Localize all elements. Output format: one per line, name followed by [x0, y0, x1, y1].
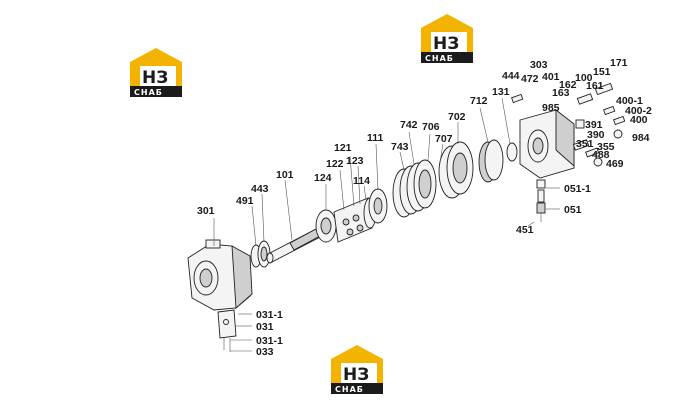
shaft-101 [266, 227, 323, 264]
rear-cover-303 [519, 109, 575, 179]
label-401: 401 [542, 71, 560, 83]
label-101: 101 [276, 169, 294, 181]
label-702: 702 [448, 111, 466, 123]
valve-051 [536, 179, 546, 222]
piston-702 [438, 141, 474, 199]
plate-031 [217, 309, 237, 352]
label-400-1: 400-1 [616, 95, 643, 107]
housing-301 [187, 239, 253, 311]
plate-111 [368, 188, 388, 224]
svg-text:НЗ: НЗ [343, 365, 369, 385]
label-488: 488 [592, 149, 610, 161]
label-114: 114 [353, 175, 370, 187]
label-122: 122 [326, 158, 344, 170]
label-743: 743 [391, 141, 409, 153]
label-033: 033 [256, 346, 274, 358]
label-391: 391 [585, 119, 603, 131]
label-121: 121 [334, 142, 352, 154]
label-355: 355 [597, 141, 615, 153]
label-469: 469 [606, 158, 624, 170]
label-451: 451 [516, 224, 534, 236]
label-100: 100 [575, 72, 593, 84]
label-171: 171 [610, 57, 628, 69]
logo-left: НЗ СНАБ [130, 48, 182, 97]
label-707: 707 [435, 133, 453, 145]
label-706: 706 [422, 121, 440, 133]
svg-text:СНАБ: СНАБ [134, 88, 163, 97]
label-031-1-bottom: 031-1 [256, 335, 283, 347]
cylinder-block [315, 197, 377, 243]
label-985: 985 [542, 102, 560, 114]
svg-text:НЗ: НЗ [142, 68, 168, 88]
label-443: 443 [251, 183, 269, 195]
svg-text:СНАБ: СНАБ [425, 54, 454, 63]
label-163: 163 [552, 87, 570, 99]
label-491: 491 [236, 195, 254, 207]
label-390: 390 [587, 129, 605, 141]
gear-712 [478, 139, 518, 183]
leader-lines [213, 97, 560, 352]
label-123: 123 [346, 155, 364, 167]
label-984: 984 [632, 132, 650, 144]
label-351: 351 [576, 138, 594, 150]
label-712: 712 [470, 95, 488, 107]
label-161: 161 [586, 80, 604, 92]
label-162: 162 [559, 79, 577, 91]
part-labels: 303 444 472 401 162 100 151 171 163 161 … [197, 57, 652, 358]
label-031-1-top: 031-1 [256, 309, 283, 321]
label-400: 400 [630, 114, 648, 126]
label-131: 131 [492, 86, 510, 98]
label-742: 742 [400, 119, 418, 131]
label-303: 303 [530, 59, 548, 71]
small-parts-right [511, 82, 626, 167]
label-051: 051 [564, 204, 582, 216]
label-111: 111 [367, 132, 384, 144]
logo-top: НЗ СНАБ [421, 14, 473, 63]
label-444: 444 [502, 70, 520, 82]
svg-text:СНАБ: СНАБ [335, 385, 364, 394]
seal-491-443 [250, 240, 271, 268]
label-301: 301 [197, 205, 215, 217]
friction-plates [392, 159, 437, 218]
label-400-2: 400-2 [625, 105, 652, 117]
label-031: 031 [256, 321, 274, 333]
label-151: 151 [593, 66, 611, 78]
logo-bottom: НЗ СНАБ [331, 345, 383, 394]
label-051-1: 051-1 [564, 183, 591, 195]
label-472: 472 [521, 73, 539, 85]
svg-text:НЗ: НЗ [433, 34, 459, 54]
label-124: 124 [314, 172, 332, 184]
